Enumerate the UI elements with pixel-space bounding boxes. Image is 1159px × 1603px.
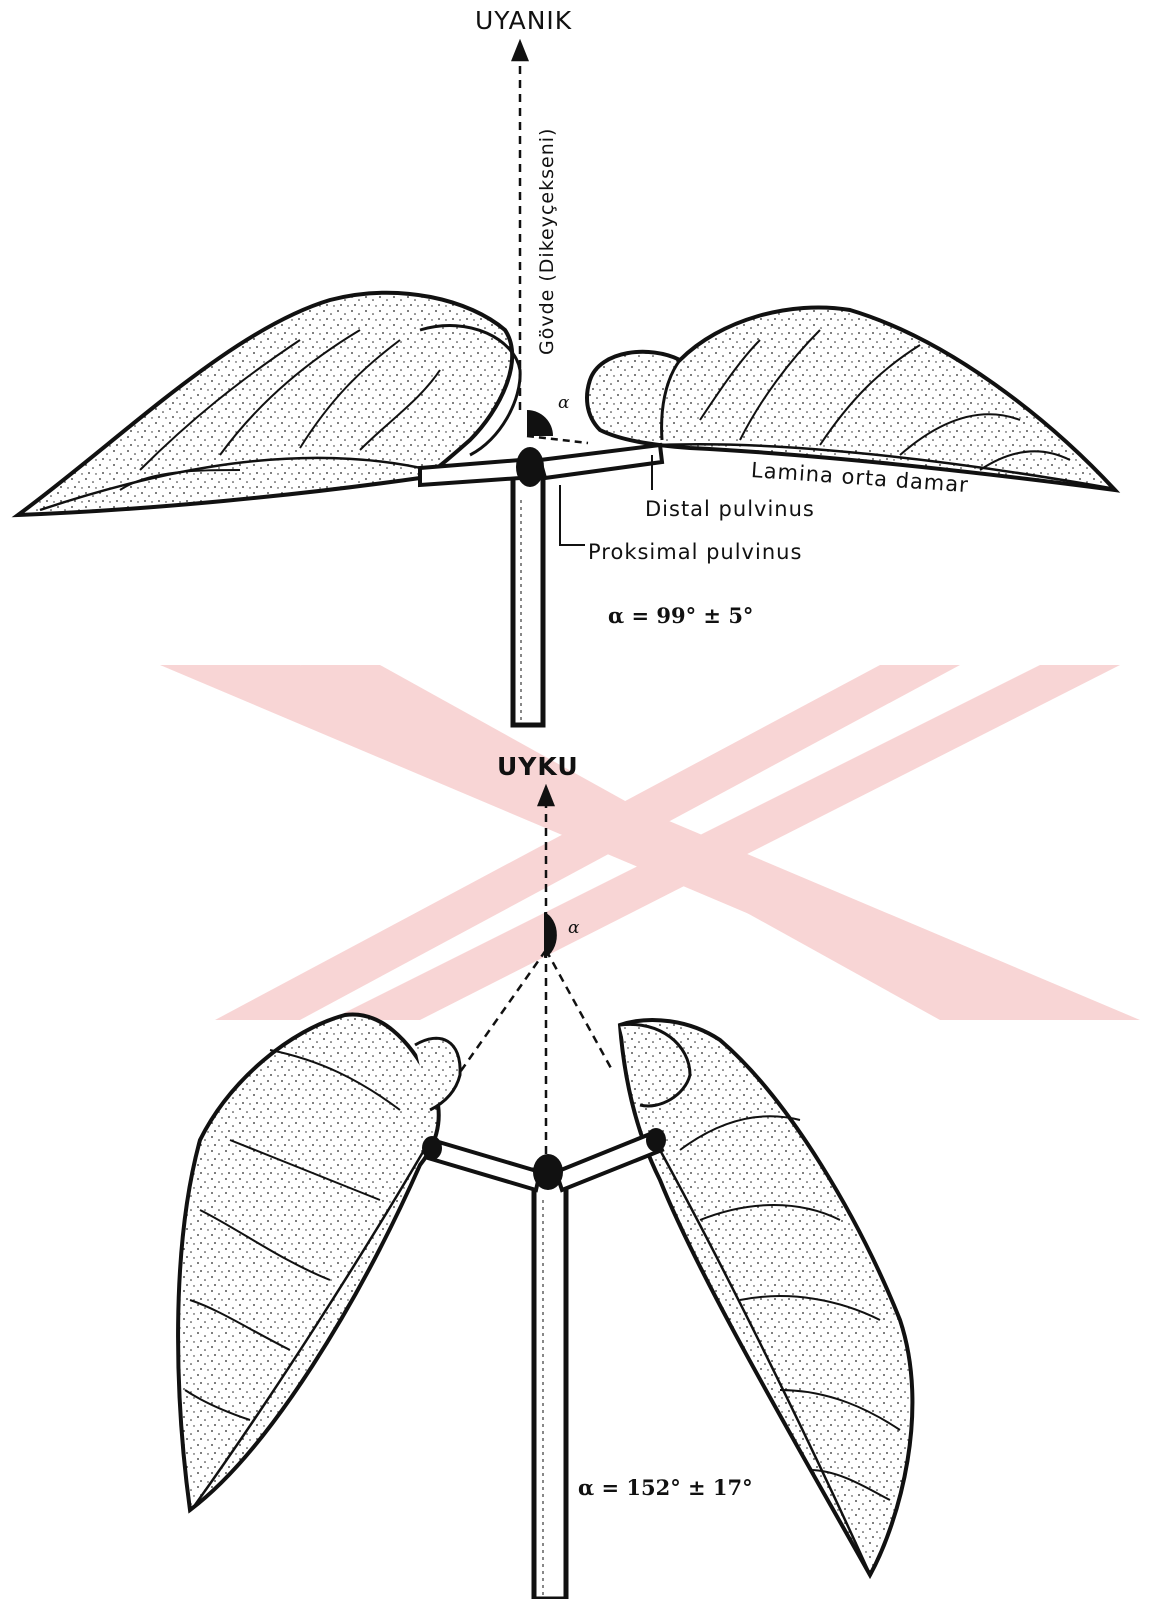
leaf-left-bottom bbox=[178, 1014, 439, 1510]
proximal-pulvinus-bottom bbox=[533, 1154, 563, 1190]
angle-value-awake: α = 99° ± 5° bbox=[608, 603, 753, 628]
awake-plant bbox=[18, 50, 1115, 725]
angle-value-asleep: α = 152° ± 17° bbox=[578, 1475, 753, 1500]
stem-bottom bbox=[534, 1170, 566, 1599]
state-label-awake: UYANIK bbox=[475, 6, 572, 35]
angle-marker bbox=[527, 410, 553, 436]
proximal-leader bbox=[560, 485, 585, 545]
proximal-pulvinus-label: Proksimal pulvinus bbox=[588, 540, 802, 564]
leaf-right bbox=[587, 307, 1115, 490]
alpha-symbol-top: α bbox=[558, 393, 569, 413]
proximal-pulvinus bbox=[516, 447, 544, 487]
alpha-symbol-bottom: α bbox=[568, 918, 579, 938]
stem bbox=[513, 470, 543, 725]
petiole-left-bottom bbox=[428, 1140, 540, 1190]
watermark bbox=[160, 665, 1140, 1020]
petiole-right bbox=[540, 445, 662, 478]
state-label-asleep: UYKU bbox=[497, 752, 579, 781]
distal-pulvinus-label: Distal pulvinus bbox=[645, 497, 815, 521]
stem-axis-label: Gövde (Dikeyçekseni) bbox=[536, 128, 558, 355]
